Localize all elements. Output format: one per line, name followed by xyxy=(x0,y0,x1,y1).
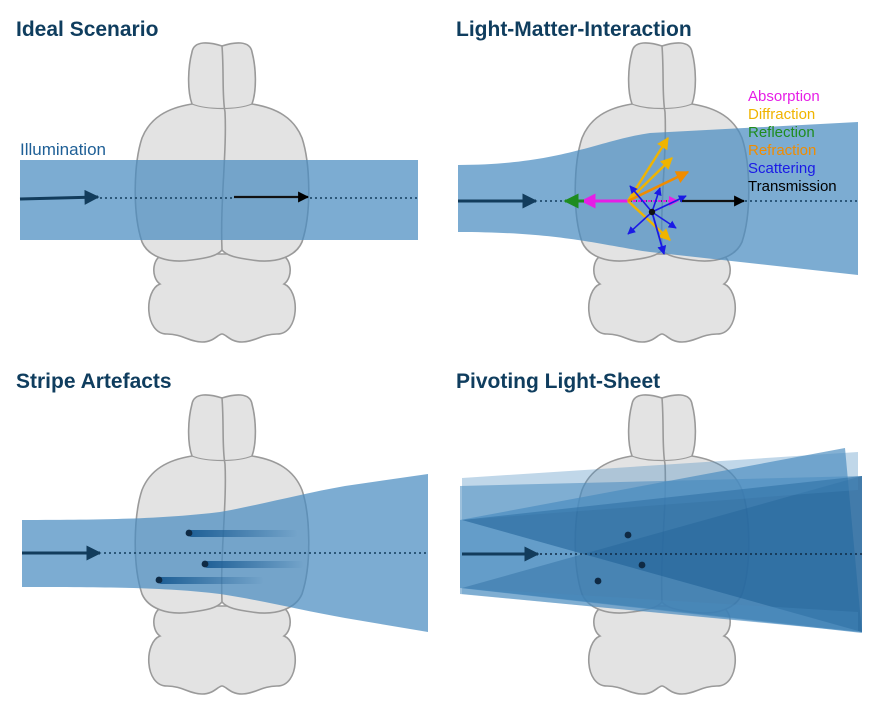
panel-stripes xyxy=(22,394,428,695)
absorbing-object xyxy=(201,560,209,568)
interaction-legend: Absorption Diffraction Reflection Refrac… xyxy=(748,88,837,195)
illumination-label: Illumination xyxy=(20,140,106,159)
panel-title-ideal: Ideal Scenario xyxy=(16,18,159,41)
shadow-stripe xyxy=(188,530,298,537)
shadow-stripe xyxy=(204,561,304,568)
absorbing-object xyxy=(638,561,646,569)
legend-diffraction: Diffraction xyxy=(748,106,815,123)
shadow-stripe xyxy=(158,577,264,584)
legend-absorption: Absorption xyxy=(748,88,820,105)
legend-transmission: Transmission xyxy=(748,178,837,195)
scatter-particle xyxy=(648,208,656,216)
absorbing-object xyxy=(594,577,602,585)
panel-ideal: Illumination xyxy=(19,42,418,343)
absorbing-object xyxy=(624,531,632,539)
legend-refraction: Refraction xyxy=(748,142,816,159)
panel-interaction: Absorption Diffraction Reflection Refrac… xyxy=(458,42,858,343)
absorbing-object xyxy=(155,576,163,584)
pivot-beam-down xyxy=(462,452,858,520)
diverging-beam xyxy=(458,122,858,275)
light-sheet-beam xyxy=(20,160,418,240)
incident-arrow xyxy=(19,189,100,205)
panel-title-pivoting: Pivoting Light-Sheet xyxy=(456,370,661,393)
scattering-arrow xyxy=(651,211,667,255)
panel-pivoting xyxy=(460,394,862,695)
legend-scattering: Scattering xyxy=(748,160,816,177)
legend-reflection: Reflection xyxy=(748,124,815,141)
absorbing-object xyxy=(185,529,193,537)
panel-title-stripes: Stripe Artefacts xyxy=(16,370,172,393)
panel-title-interaction: Light-Matter-Interaction xyxy=(456,18,692,41)
